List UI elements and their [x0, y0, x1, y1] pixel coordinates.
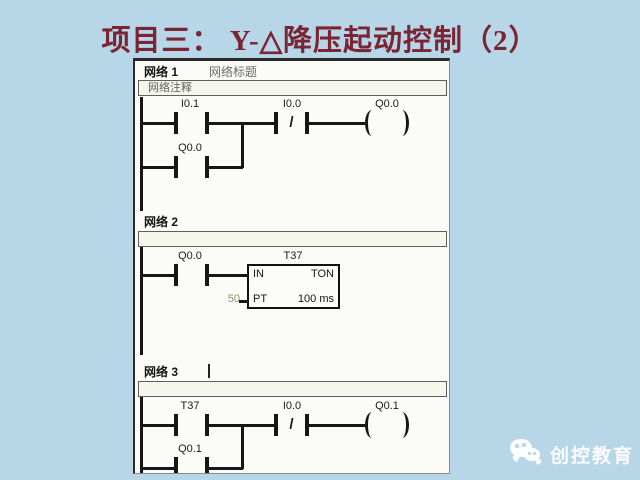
contact-label: Q0.0: [178, 250, 202, 262]
contact-label: I0.0: [282, 400, 302, 412]
coil-label: Q0.0: [375, 98, 399, 110]
contact-label: T37: [180, 400, 200, 412]
wechat-icon: [510, 439, 548, 467]
contact-nc-i00[interactable]: /: [274, 112, 309, 134]
wechat-bubble-tail: [535, 458, 542, 465]
wire: [142, 166, 174, 169]
ladder-editor-panel: 网络 1 网络标题 网络注释 I0.1 I0.0 / Q0.0: [133, 58, 450, 474]
slide-title: 项目三： Y-△降压起动控制（2）: [101, 25, 539, 57]
network2-header: 网络 2: [144, 215, 179, 229]
timer-name-label: T37: [283, 250, 303, 262]
wire: [209, 467, 243, 470]
coil-paren-left: [365, 110, 379, 136]
timer-pt-label: PT: [253, 293, 268, 305]
branch-junction-wire: [241, 424, 244, 469]
coil-q01[interactable]: [365, 412, 409, 438]
wire: [142, 467, 174, 470]
contact-no-q01-latch[interactable]: [174, 457, 209, 473]
contact-no-q00[interactable]: [174, 264, 209, 286]
timer-preset-value[interactable]: 50: [227, 293, 240, 305]
contact-bar: [274, 414, 278, 436]
timer-box-t37[interactable]: IN TON PT 100 ms: [247, 264, 340, 309]
contact-no-q00-latch[interactable]: [174, 156, 209, 178]
timer-in-label: IN: [253, 268, 264, 280]
network3-header: 网络 3: [144, 365, 179, 379]
wire: [209, 274, 247, 277]
contact-bar: [205, 457, 209, 473]
contact-bar: [274, 112, 278, 134]
contact-bar: [205, 156, 209, 178]
network1-comment-box[interactable]: 网络注释: [138, 80, 447, 96]
contact-bar: [174, 414, 178, 436]
contact-bar: [305, 414, 309, 436]
wire: [142, 122, 174, 125]
branch-junction-wire: [241, 122, 244, 168]
network3-comment-box[interactable]: [138, 381, 447, 397]
coil-paren-left: [365, 412, 379, 438]
contact-label: I0.1: [180, 98, 200, 110]
contact-bar: [305, 112, 309, 134]
network1-title[interactable]: 网络标题: [209, 65, 258, 79]
contact-label: I0.0: [282, 98, 302, 110]
wechat-eye: [522, 443, 526, 447]
network1-header: 网络 1: [144, 65, 179, 79]
text-cursor: [208, 364, 210, 378]
wire: [142, 424, 174, 427]
wire: [239, 300, 247, 303]
contact-bar: [174, 112, 178, 134]
network2-comment-box[interactable]: [138, 231, 447, 247]
power-rail-net1: [140, 97, 143, 211]
contact-no-i01[interactable]: [174, 112, 209, 134]
wire: [309, 424, 365, 427]
power-rail-net3: [140, 397, 143, 473]
timer-timebase-label: 100 ms: [297, 293, 334, 305]
coil-q00[interactable]: [365, 110, 409, 136]
contact-bar: [174, 457, 178, 473]
coil-label: Q0.1: [375, 400, 399, 412]
contact-bar: [205, 414, 209, 436]
wire: [309, 122, 365, 125]
wechat-eye: [515, 444, 519, 448]
contact-no-t37[interactable]: [174, 414, 209, 436]
timer-type-label: TON: [310, 268, 334, 280]
contact-label: Q0.1: [178, 443, 202, 455]
contact-label: Q0.0: [178, 142, 202, 154]
power-rail-net2: [140, 247, 143, 355]
wechat-eye: [533, 452, 536, 455]
wire: [142, 274, 174, 277]
watermark: 创控教育: [504, 436, 640, 470]
watermark-text: 创控教育: [550, 446, 635, 467]
nc-slash: /: [289, 114, 294, 131]
coil-paren-right: [395, 110, 409, 136]
contact-bar: [174, 264, 178, 286]
contact-bar: [205, 264, 209, 286]
contact-bar: [205, 112, 209, 134]
nc-slash: /: [289, 416, 294, 433]
wire: [209, 166, 243, 169]
contact-bar: [174, 156, 178, 178]
wechat-eye: [528, 452, 531, 455]
contact-nc-i00-net3[interactable]: /: [274, 414, 309, 436]
wechat-bubble-small: [524, 448, 540, 461]
coil-paren-right: [395, 412, 409, 438]
